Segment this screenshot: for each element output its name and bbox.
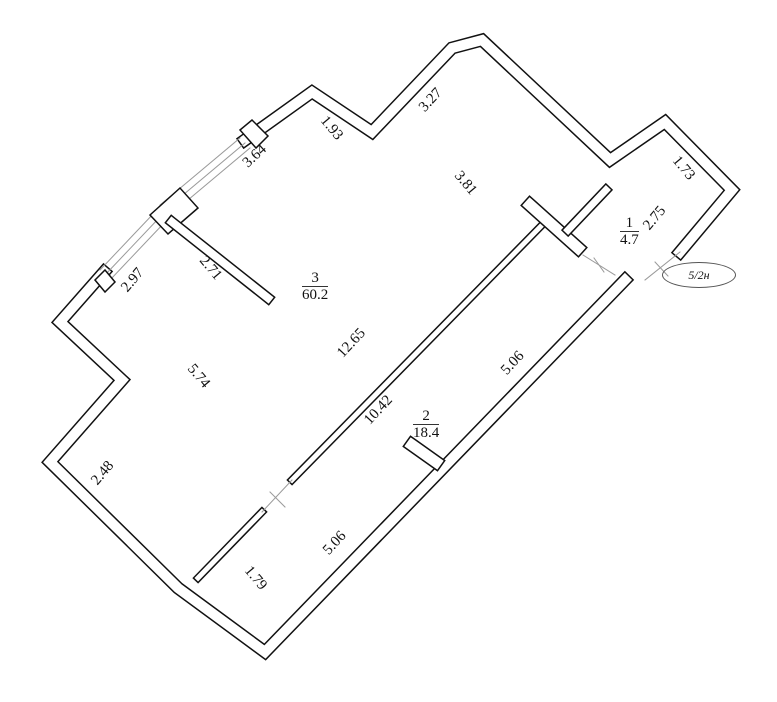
- room-number: 3: [302, 270, 329, 287]
- room-number: 2: [413, 408, 440, 425]
- room-1-label: 1 4.7: [620, 215, 639, 248]
- unit-badge: 5/2н: [662, 262, 736, 288]
- piers: [93, 118, 270, 294]
- room-area: 60.2: [302, 287, 329, 303]
- room-3-label: 3 60.2: [302, 270, 329, 303]
- internal-walls: [164, 182, 614, 584]
- room-area: 18.4: [413, 425, 440, 441]
- outer-walls: [41, 32, 741, 661]
- door-openings: [261, 251, 681, 513]
- room-area: 4.7: [620, 232, 639, 248]
- room-number: 1: [620, 215, 639, 232]
- room-2-label: 2 18.4: [413, 408, 440, 441]
